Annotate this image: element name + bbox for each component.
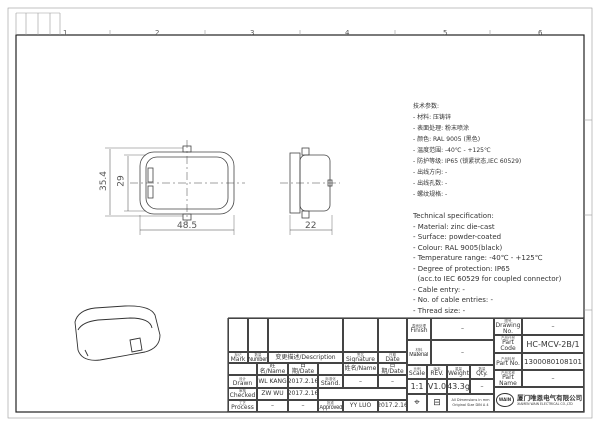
diagonal-cell [228,363,257,375]
spec-en-item: - Cable entry: - [413,286,465,294]
spec-en-item: - Material: zinc die-cast [413,223,495,231]
spec-cn-item: - 温度范围: -40℃ - +125℃ [413,147,491,154]
zone-label: 6 [538,29,543,37]
drawing-no-value: – [522,318,584,335]
date-header: 日期/Date [288,363,318,375]
projection-symbol-icon: ⌖ [407,394,427,412]
company-name-en: XIAMEN WAIN ELECTRICAL CO.,LTD [517,401,573,406]
name-header: 姓名/Name [343,363,378,375]
spec-en-item: - Degree of protection: IP65 [413,265,510,273]
blank-cell [318,388,407,400]
name-header: 姓名/Name [257,363,288,375]
spec-cn-item: - 表面处理: 粉末喷涂 [413,125,470,132]
spec-cn-item: - 出线孔数: - [413,180,448,187]
spec-cn-item: - 颜色: RAL 9005 (黑色) [413,136,481,143]
finish-value: – [431,318,494,340]
stand-name: – [343,375,378,388]
dimension-height-outer: 35.4 [99,170,110,192]
drawn-date: 2017.2.16 [288,375,318,388]
rev-value: V1.0 [427,379,447,394]
dimension-height-inner: 29 [116,175,127,187]
company-logo: WAIN [495,392,515,407]
material-value: – [431,340,494,365]
process-name: – [257,400,288,412]
stand-date: – [378,375,407,388]
checked-name: ZW WU [257,388,288,400]
zone-label: 3 [250,29,255,37]
part-name-value: – [522,370,584,387]
spec-cn-item: - 防护等级: IP65 (锁紧状态,IEC 60529) [413,158,522,165]
rev-cell [268,318,343,352]
dimension-width: 48.5 [177,221,198,231]
spec-en-item: - Colour: RAL 9005(black) [413,244,503,252]
spec-en-item: (acc.to IEC 60529 for coupled connector) [413,275,562,283]
process-date: – [288,400,318,412]
rev-cell [228,318,248,352]
rev-cell [343,318,378,352]
spec-cn-item: - 材料: 压铸锌 [413,114,452,121]
isometric-view [74,305,161,361]
date-header: 日期/Date [378,363,407,375]
rev-cell [378,318,407,352]
spec-en-item: - Surface: powder-coated [413,233,502,241]
company-name-cn: 厦门唯恩电气有限公司 [517,393,583,402]
checked-date: 2017.2.16 [288,388,318,400]
spec-en-title: Technical specification: [413,212,494,220]
company-block: WAIN 厦门唯恩电气有限公司 XIAMEN WAIN ELECTRICAL C… [494,387,584,412]
zone-label: 2 [155,29,160,37]
side-view [280,147,340,235]
spec-en-item: - Thread size: - [413,307,466,315]
spec-en-item: - No. of cable entries: - [413,296,494,304]
spec-cn-item: - 出线方向: - [413,169,448,176]
part-no-value: 1300080108101 [522,353,584,370]
zone-label: 1 [63,29,68,37]
part-code-value: HC-MCV-2B/1 [522,335,584,353]
spec-en-item: - Temperature range: -40℃ - +125℃ [413,254,543,262]
description-header: 变更描述/Description [268,352,343,363]
rev-cell [248,318,268,352]
scale-value: 1:1 [407,379,427,394]
dimension-depth: 22 [305,221,317,231]
zone-label: 5 [443,29,448,37]
diagonal-cell [318,363,343,375]
spec-cn-title: 技术参数: [413,103,440,110]
front-view [105,140,245,235]
zone-label: 4 [345,29,350,37]
spec-cn-item: - 螺纹规格: - [413,191,448,198]
qty-value: – [470,379,494,394]
tolerance-symbol-icon: ⊟ [427,394,447,412]
drawn-name: WL KANG [257,375,288,388]
approved-name: YY LUO [343,400,378,412]
approved-date: 2017.2.16 [378,400,407,412]
weight-value: 43.3g [447,379,470,394]
